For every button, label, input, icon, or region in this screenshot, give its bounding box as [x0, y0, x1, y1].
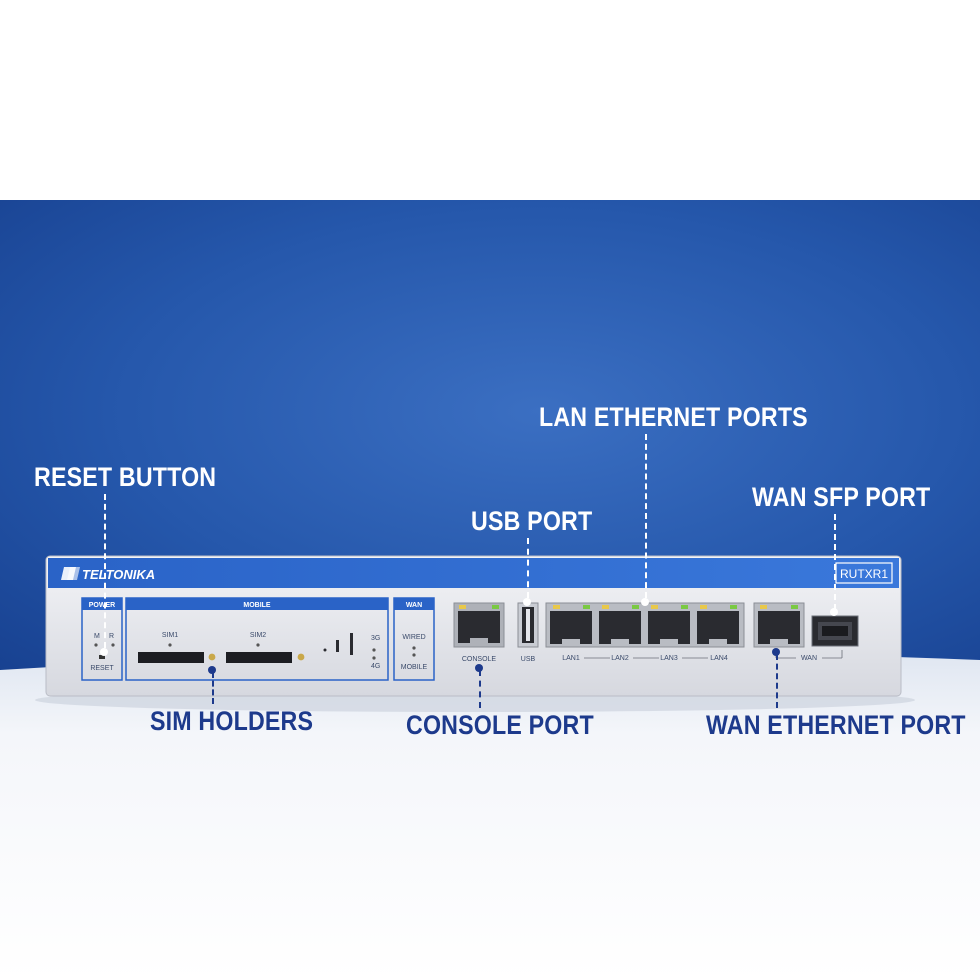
leader-dot — [100, 648, 108, 656]
svg-text:MOBILE: MOBILE — [243, 602, 271, 609]
svg-text:SIM2: SIM2 — [250, 632, 266, 639]
reset-pinhole-icon — [99, 655, 105, 659]
leader-console-port — [479, 670, 481, 708]
router-device: TELTONIKA RUTXR1 POWER M R RESET MOBILE … — [45, 555, 902, 697]
svg-text:MOBILE: MOBILE — [401, 664, 428, 671]
callout-usb-port: USB PORT — [471, 506, 593, 536]
sim-slot-icon — [226, 652, 292, 663]
ethernet-port-icon — [753, 602, 805, 648]
svg-text:R: R — [109, 633, 114, 640]
sim-slot-icon — [138, 652, 204, 663]
svg-text:WAN: WAN — [801, 655, 817, 662]
leader-lan-ports — [645, 434, 647, 598]
leader-dot — [772, 648, 780, 656]
callout-lan-ethernet-ports: LAN ETHERNET PORTS — [539, 402, 808, 432]
svg-text:CONSOLE: CONSOLE — [462, 656, 497, 663]
leader-dot — [523, 598, 531, 606]
svg-text:4G: 4G — [371, 663, 380, 670]
svg-text:LAN1: LAN1 — [562, 655, 580, 662]
usb-port-icon — [517, 602, 539, 648]
svg-text:WAN: WAN — [406, 602, 422, 609]
callout-reset-button: RESET BUTTON — [34, 462, 217, 492]
leader-dot — [475, 664, 483, 672]
svg-text:LAN2: LAN2 — [611, 655, 629, 662]
callout-wan-ethernet-port: WAN ETHERNET PORT — [706, 710, 966, 740]
svg-text:POWER: POWER — [89, 602, 115, 609]
ethernet-port-icon — [697, 605, 739, 644]
leader-sim-holders — [212, 672, 214, 704]
signal-bars-icon — [323, 633, 353, 655]
callout-console-port: CONSOLE PORT — [406, 710, 594, 740]
leader-dot — [830, 608, 838, 616]
svg-text:LAN4: LAN4 — [710, 655, 728, 662]
leader-wan-sfp — [834, 514, 836, 610]
leader-dot — [641, 598, 649, 606]
leader-dot — [208, 666, 216, 674]
model-label: RUTXR1 — [840, 567, 888, 581]
teltonika-logo-icon — [61, 567, 80, 580]
ethernet-port-icon — [648, 605, 690, 644]
leader-reset-button — [104, 494, 106, 648]
leader-wan-ethernet — [776, 654, 778, 708]
ethernet-port-icon — [599, 605, 641, 644]
brand-label: TELTONIKA — [82, 567, 155, 582]
ethernet-port-icon — [453, 602, 505, 648]
svg-text:WIRED: WIRED — [402, 634, 425, 641]
svg-text:USB: USB — [521, 656, 536, 663]
white-floor — [0, 652, 980, 980]
leader-usb-port — [527, 538, 529, 598]
svg-text:LAN3: LAN3 — [660, 655, 678, 662]
callout-sim-holders: SIM HOLDERS — [150, 706, 314, 736]
svg-text:M: M — [94, 633, 100, 640]
ethernet-port-icon — [550, 605, 592, 644]
sfp-port-icon — [811, 615, 859, 647]
svg-text:3G: 3G — [371, 635, 380, 642]
svg-text:SIM1: SIM1 — [162, 632, 178, 639]
svg-text:RESET: RESET — [90, 665, 114, 672]
callout-wan-sfp-port: WAN SFP PORT — [752, 482, 931, 512]
